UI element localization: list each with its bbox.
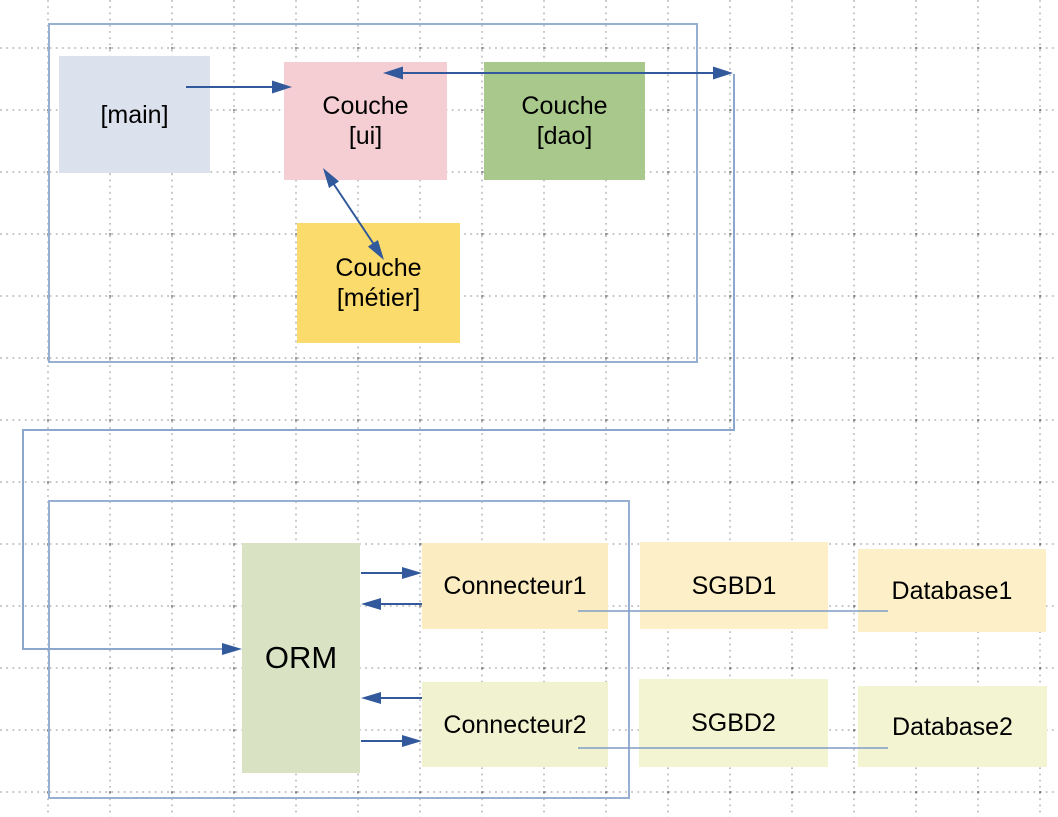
box-connecteur2-label: Connecteur2 [443, 710, 587, 739]
box-orm-label: ORM [264, 640, 338, 675]
box-connecteur2[interactable]: Connecteur2 [422, 682, 608, 767]
box-sgbd1-label: SGBD1 [691, 571, 777, 600]
box-database1-label: Database1 [891, 576, 1013, 605]
box-connecteur1[interactable]: Connecteur1 [422, 543, 608, 629]
box-sgbd1[interactable]: SGBD1 [640, 542, 828, 629]
box-sgbd2-label: SGBD2 [691, 709, 776, 737]
box-connecteur1-label: Connecteur1 [443, 572, 587, 600]
box-database2-label: Database2 [892, 712, 1013, 741]
box-couche-dao[interactable]: Couche [dao] [484, 62, 645, 180]
box-couche-dao-label-line2: [dao] [536, 122, 593, 150]
box-couche-ui-label-line1: Couche [322, 92, 409, 120]
box-couche-dao-label-line1: Couche [521, 92, 608, 120]
container-application-layers[interactable] [48, 23, 698, 363]
box-couche-ui[interactable]: Couche [ui] [284, 62, 447, 180]
box-sgbd2[interactable]: SGBD2 [639, 679, 828, 767]
box-database1[interactable]: Database1 [858, 549, 1046, 632]
box-orm[interactable]: ORM [242, 543, 360, 773]
box-main-label: [main] [100, 100, 169, 129]
box-couche-metier-label-line2: [métier] [336, 284, 421, 312]
box-couche-metier-label-line1: Couche [335, 254, 422, 282]
box-main[interactable]: [main] [59, 56, 210, 173]
box-database2[interactable]: Database2 [858, 686, 1047, 767]
box-couche-ui-label-line2: [ui] [348, 122, 383, 150]
